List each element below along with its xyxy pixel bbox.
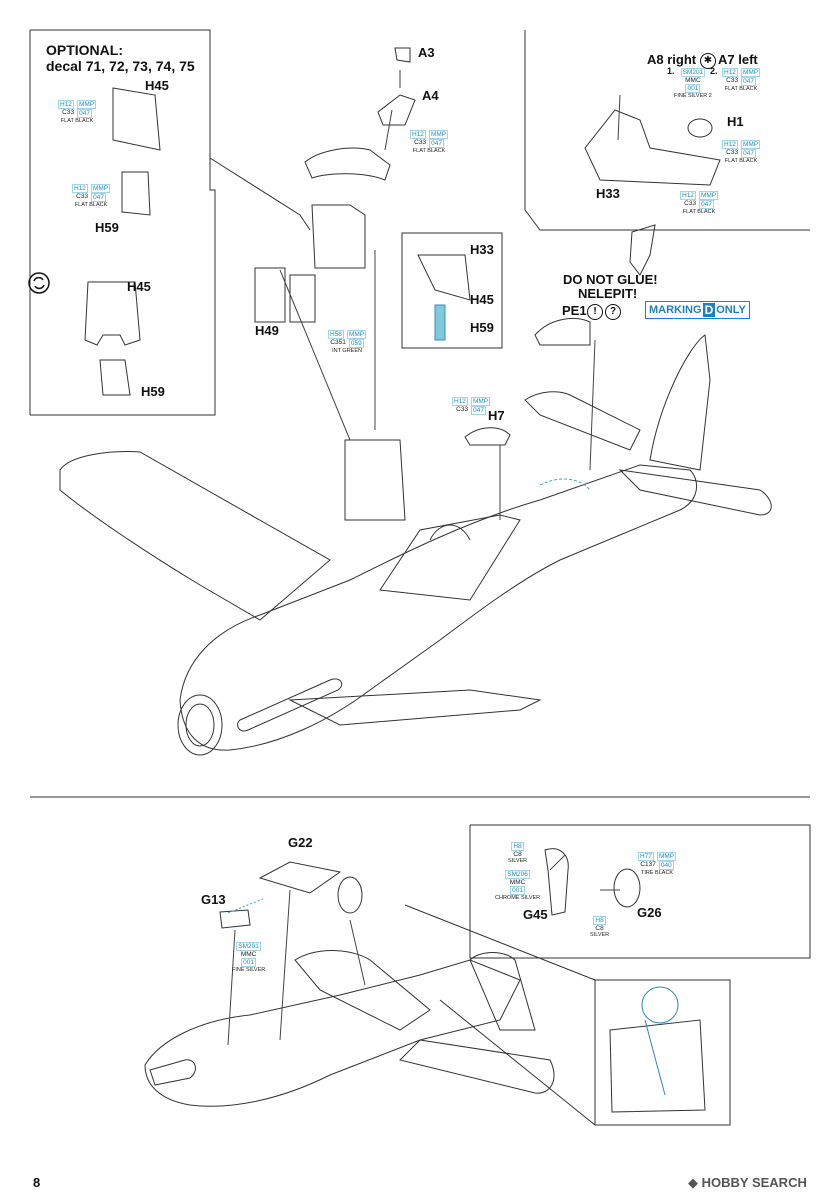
wheel-well-detail-frame <box>594 979 731 1126</box>
part-label-h45-optional: H45 <box>127 279 151 294</box>
part-label-g22: G22 <box>288 835 313 850</box>
part-label-a7: A7 left <box>718 52 758 67</box>
part-label-h1: H1 <box>727 114 744 129</box>
part-label-h59: H59 <box>95 220 119 235</box>
question-icon: ? <box>605 301 621 320</box>
part-label-h49: H49 <box>255 323 279 338</box>
step-1: 1. <box>667 66 675 76</box>
mirror-icon: ✱ <box>700 50 716 69</box>
tail-fin-outline <box>649 334 711 471</box>
optional-note-line2: decal 71, 72, 73, 74, 75 <box>46 58 195 74</box>
repeat-step-icon <box>28 272 50 299</box>
part-label-h33-inset: H33 <box>470 242 494 257</box>
marking-badge: MARKING D ONLY <box>645 301 750 319</box>
paint-code-chrome-silver: SM206 MMC 001 CHROME SILVER <box>495 870 541 901</box>
seat-panel-frame <box>209 157 311 231</box>
part-label-h33: H33 <box>596 186 620 201</box>
paint-code-silver: H8 C8 SILVER <box>590 916 610 938</box>
hobby-search-logo-icon: ◆ <box>688 1175 698 1190</box>
part-label-h45-inset: H45 <box>470 292 494 307</box>
lower-fuselage-outline <box>144 959 521 1107</box>
part-label-h45: H45 <box>145 78 169 93</box>
part-label-h7: H7 <box>488 408 505 423</box>
watermark: ◆ HOBBY SEARCH <box>688 1175 807 1190</box>
part-label-h59-inset: H59 <box>470 320 494 335</box>
nelepit-warning: NELEPIT! <box>578 286 638 301</box>
do-not-glue-warning: DO NOT GLUE! <box>563 272 658 287</box>
part-label-pe1: PE1 <box>562 303 587 318</box>
fuselage-outline <box>179 464 698 751</box>
paint-code-fine-silver-2: SM201 MMC 001 FINE SILVER 2 <box>674 68 712 99</box>
optional-panel-frame <box>30 29 216 416</box>
no-glue-icon: ! <box>587 301 603 320</box>
step-2: 2. <box>710 66 718 76</box>
page-number: 8 <box>33 1175 41 1190</box>
paint-code-silver: H8 C8 SILVER <box>508 842 528 864</box>
part-label-g13: G13 <box>201 892 226 907</box>
part-label-g26: G26 <box>637 905 662 920</box>
gear-detail-frame <box>469 824 811 959</box>
part-label-h59-optional: H59 <box>141 384 165 399</box>
part-label-a3: A3 <box>418 45 435 60</box>
part-label-a4: A4 <box>422 88 439 103</box>
wing-outline <box>59 451 331 621</box>
part-label-g45: G45 <box>523 907 548 922</box>
part-label-a8: A8 right <box>647 52 697 67</box>
optional-note-line1: OPTIONAL: <box>46 42 123 58</box>
paint-code-fine-silver: SM201 MMC 001 FINE SILVER <box>232 942 266 973</box>
marking-letter: D <box>702 303 716 317</box>
